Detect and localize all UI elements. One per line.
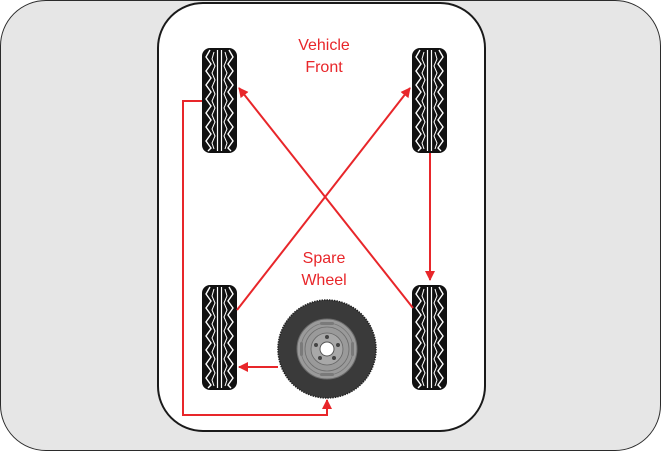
- tire-rear-right: [412, 285, 447, 390]
- arrow-rear-right-to-front-left: [238, 87, 414, 309]
- vehicle-front-label: Vehicle Front: [283, 35, 365, 79]
- tire-front-right: [412, 48, 447, 153]
- arrow-front-left-to-spare: [182, 100, 332, 416]
- spare-wheel-label-line2: Wheel: [301, 272, 347, 289]
- spare-wheel-label-line1: Spare: [302, 250, 346, 267]
- arrow-rear-left-to-front-right: [236, 87, 411, 311]
- spare-wheel: [277, 299, 377, 399]
- tire-front-left: [202, 48, 237, 153]
- vehicle-front-label-line2: Front: [305, 59, 343, 76]
- vehicle-front-label-line1: Vehicle: [298, 37, 350, 54]
- spare-wheel-label: Spare Wheel: [283, 248, 365, 292]
- tire-rear-left: [202, 285, 237, 390]
